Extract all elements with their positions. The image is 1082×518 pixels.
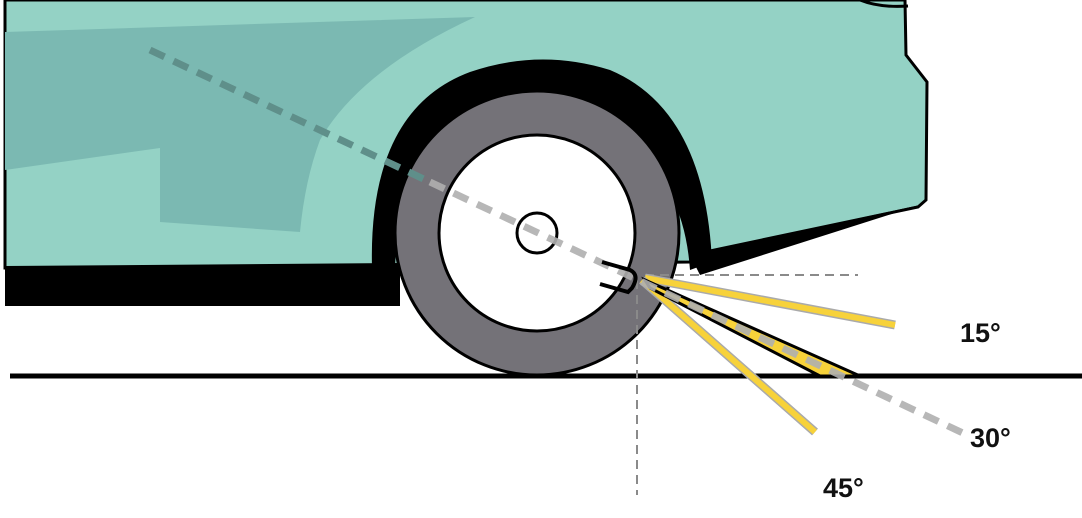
label-45-degrees: 45° [823,473,864,503]
bumper-curve [859,0,909,8]
body-shade [5,17,475,232]
body-skirt [5,263,400,306]
axis-line-30 [428,178,967,438]
label-30-degrees: 30° [970,423,1011,453]
front-skirt [690,205,920,275]
beams [639,273,896,436]
headlamp-bracket-icon [599,260,638,295]
wheel-arch [371,59,712,271]
label-15-degrees: 15° [960,318,1001,348]
